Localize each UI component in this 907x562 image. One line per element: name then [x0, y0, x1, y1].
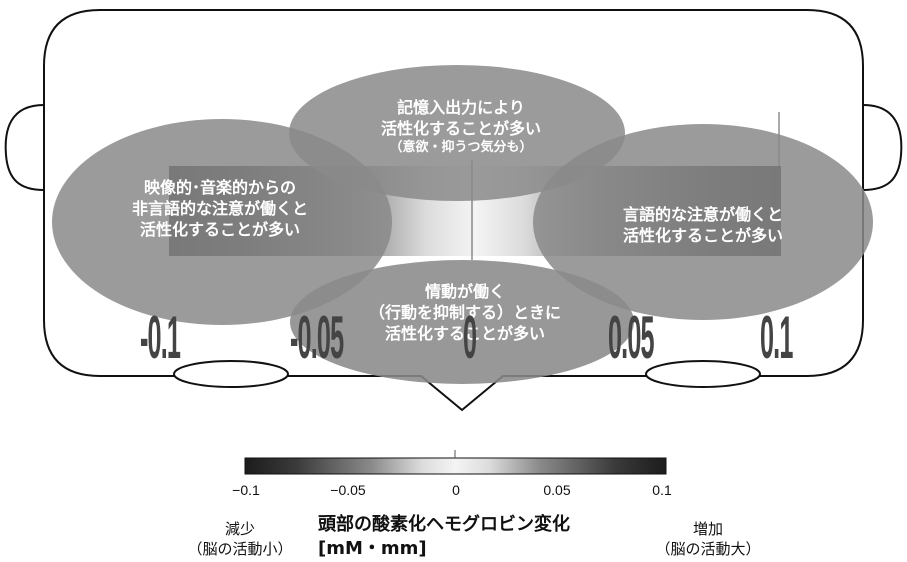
overlay-tick-minus-0-05: -0.05 — [290, 304, 344, 371]
increase-label: 増加 — [692, 520, 723, 538]
right-ear — [862, 104, 903, 191]
region-top-ellipse — [289, 65, 625, 201]
overlay-tick-minus-0-1: -0.1 — [140, 304, 181, 371]
region-top-text: 記憶入出力により 活性化することが多い （意欲・抑うつ気分も） — [296, 98, 626, 156]
decrease-sublabel: （脳の活動小） — [187, 540, 293, 559]
region-right-line2: 活性化することが多い — [622, 225, 783, 245]
left-lower-ellipse — [173, 360, 289, 388]
decrease-label: 減少 — [224, 520, 255, 538]
region-top-line1: 記憶入出力により — [397, 98, 525, 117]
region-left-line1: 映像的･音楽的からの — [143, 178, 296, 197]
region-top-line2: 活性化することが多い — [380, 118, 541, 138]
region-bottom-ellipse — [290, 260, 634, 384]
right-lower-ellipse — [645, 360, 761, 388]
region-left-ellipse — [52, 119, 392, 325]
increase-sublabel: （脳の活動大） — [655, 540, 761, 559]
region-left-text: 映像的･音楽的からの 非言語的な注意が働くと 活性化することが多い — [75, 178, 365, 240]
region-bottom-text: 情動が働く （行動を抑制する）ときに 活性化することが多い — [300, 282, 630, 344]
overlay-tick-0-1: 0.1 — [760, 304, 793, 371]
colorbar-tick-0-1: 0.1 — [652, 482, 672, 498]
decrease-caption: 減少 （脳の活動小） — [170, 519, 310, 560]
colorbar-tick-minus-0-05: −0.05 — [330, 482, 366, 498]
colorbar — [244, 457, 667, 475]
region-bottom-line1: 情動が働く — [424, 282, 505, 301]
region-right-ellipse — [533, 124, 873, 320]
left-ear — [4, 104, 45, 191]
region-top-line3: （意欲・抑うつ気分も） — [389, 139, 533, 155]
increase-caption: 増加 （脳の活動大） — [628, 519, 788, 560]
colorbar-tick-0: 0 — [452, 482, 460, 498]
colorbar-tick-minus-0-1: −0.1 — [232, 482, 260, 498]
overlay-tick-0: 0 — [463, 304, 477, 371]
legend-title-main: 頭部の酸素化ヘモグロビン変化 — [318, 514, 570, 535]
region-bottom-line2: （行動を抑制する）ときに — [368, 302, 561, 322]
overlay-tick-0-05: 0.05 — [608, 304, 655, 371]
region-right-line1: 言語的な注意が働くと — [622, 205, 783, 224]
region-bottom-line3: 活性化することが多い — [384, 323, 545, 343]
legend-title-unit: [mM・mm] — [318, 538, 427, 560]
region-left-line2: 非言語的な注意が働くと — [131, 198, 308, 218]
region-left-line3: 活性化することが多い — [139, 219, 300, 239]
legend-title: 頭部の酸素化ヘモグロビン変化 [mM・mm] — [318, 513, 570, 562]
region-right-text: 言語的な注意が働くと 活性化することが多い — [548, 205, 858, 247]
colorbar-tick-0-05: 0.05 — [543, 482, 571, 498]
